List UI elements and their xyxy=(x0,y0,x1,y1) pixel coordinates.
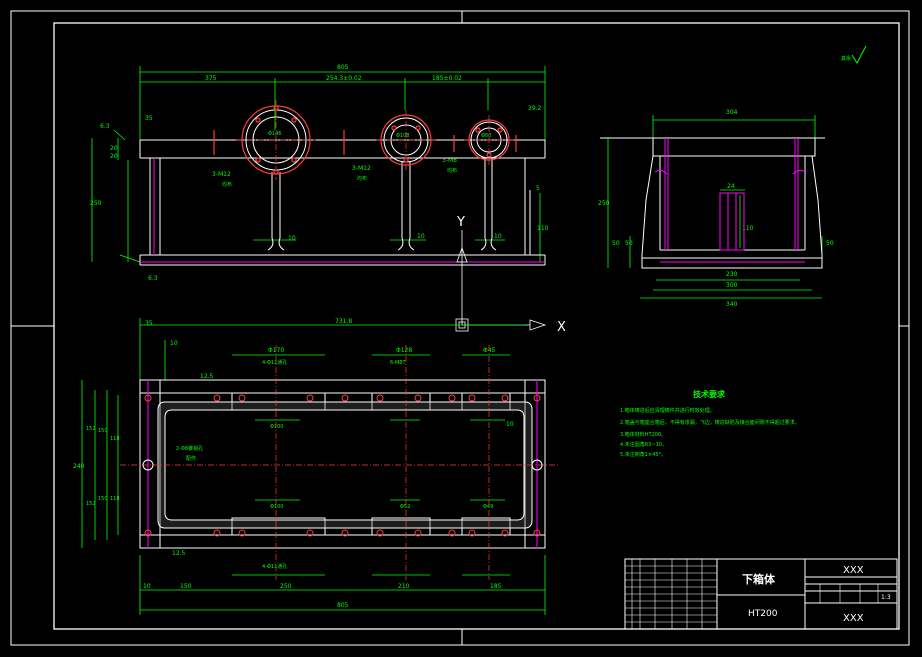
dimension-label: Φ100 xyxy=(270,504,283,510)
dimension-label: Φ100 xyxy=(270,424,283,430)
dimension-label: 118 xyxy=(110,436,120,442)
part-name: 下箱体 xyxy=(742,572,776,586)
title-block: 下箱体 HT200 XXX XXX 1:3 xyxy=(624,558,898,630)
dimension-label: 240 xyxy=(73,463,85,470)
roughness-corner-symbol: 其余 xyxy=(841,45,867,65)
dimension-label: 210 xyxy=(398,583,410,590)
dimension-label: 152 xyxy=(86,501,96,507)
dimension-label: 250 xyxy=(90,200,102,207)
requirement-item: 1.箱体铸造后应清理铸件并进行时效处理。 xyxy=(620,407,715,414)
dimension-label: 39.2 xyxy=(528,105,542,112)
dimension-label: 340 xyxy=(726,301,738,308)
dimension-label: 185 xyxy=(490,583,502,590)
dimension-label: 10 xyxy=(170,340,178,347)
dimension-label: 4-Φ11通孔 xyxy=(262,563,287,570)
dimension-label: 300 xyxy=(726,282,738,289)
dimension-label: 均布 xyxy=(447,167,457,174)
dimension-label: 35 xyxy=(145,320,153,327)
requirements-title: 技术要求 xyxy=(693,389,726,399)
plan-view-centerlines xyxy=(120,345,560,580)
plan-view: 731.8 35 10 10 240 150 118 150 118 152 1… xyxy=(73,318,560,615)
dimension-label: 12.5 xyxy=(172,550,186,557)
dimension-label: 110 xyxy=(742,225,754,232)
dimension-label: 230 xyxy=(726,271,738,278)
dimension-label: 805 xyxy=(337,602,349,609)
dimension-label: 10 xyxy=(506,421,514,428)
dimension-label: 均布 xyxy=(357,175,367,182)
dimension-label: Φ128 xyxy=(396,347,412,354)
technical-requirements: 技术要求 1.箱体铸造后应清理铸件并进行时效处理。 2.箱盖与箱座合箱后，不得有… xyxy=(620,389,800,458)
dimension-label: 6.3 xyxy=(100,123,110,130)
plan-view-inner-cavity xyxy=(157,401,533,529)
ucs-axis-icon: Y X xyxy=(455,215,566,335)
dimension-label: 6-M8T xyxy=(390,360,406,366)
plan-view-dimensions xyxy=(81,318,546,615)
drawing-scale: 1:3 xyxy=(881,594,891,601)
requirement-item: 2.箱盖与箱座合箱后，不得有渗漏，飞边，铸造缺陷及接合面间隙不得超过要求。 xyxy=(620,419,800,426)
dimension-label: 50 xyxy=(625,240,633,247)
axis-x-label: X xyxy=(557,320,566,335)
dimension-label: 375 xyxy=(205,75,217,82)
requirement-item: 5.未注倒角1×45°。 xyxy=(620,451,666,458)
dimension-label: 731.8 xyxy=(335,318,352,325)
dimension-label: 配作 xyxy=(186,455,196,462)
dimension-label: 20 xyxy=(110,145,118,152)
drawing-code-top: XXX xyxy=(843,565,864,576)
dimension-label: Φ80 xyxy=(481,133,491,139)
front-view: 805 375 254.3±0.02 185±0.02 39.2 6.3 35 … xyxy=(90,64,549,282)
material: HT200 xyxy=(748,609,778,619)
dimension-label: 304 xyxy=(726,109,738,116)
dimension-label: 5 xyxy=(536,185,540,192)
dimension-label: 110 xyxy=(537,225,549,232)
dimension-label: 24 xyxy=(727,183,735,190)
dimension-label: 4-Φ11通孔 xyxy=(262,359,287,366)
dimension-label: 10 xyxy=(494,233,502,240)
dimension-label: 150 xyxy=(180,583,192,590)
dimension-label: 12.5 xyxy=(200,373,214,380)
dimension-label: 均布 xyxy=(222,181,232,188)
dimension-label: 50 xyxy=(612,240,620,247)
dimension-label: 152 xyxy=(86,426,96,432)
dimension-label: 185±0.02 xyxy=(432,75,462,82)
dimension-label: 3-M12 xyxy=(212,171,231,178)
plan-view-bolt-holes xyxy=(144,394,541,537)
requirement-item: 4.未注圆角R3~10。 xyxy=(620,441,667,448)
side-view-hidden xyxy=(654,138,806,263)
axis-y-label: Y xyxy=(456,215,465,230)
roughness-corner-label: 其余 xyxy=(841,55,851,62)
dimension-label: 50 xyxy=(826,240,834,247)
dimension-label: 150 xyxy=(98,496,108,502)
dimension-label: Φ52 xyxy=(400,504,410,510)
dimension-label: 250 xyxy=(598,200,610,207)
drawing-code-bottom: XXX xyxy=(843,613,864,624)
plan-view-pin-holes xyxy=(142,459,543,471)
sheet-border xyxy=(10,10,910,646)
plan-view-hidden xyxy=(147,380,538,548)
dimension-label: 10 xyxy=(417,233,425,240)
dimension-label: 118 xyxy=(110,496,120,502)
side-view: 304 250 24 110 50 50 50 230 300 340 xyxy=(598,109,834,308)
side-view-dimensions xyxy=(607,115,823,299)
dimension-label: 35 xyxy=(145,115,153,122)
dimension-label: 150 xyxy=(98,428,108,434)
dimension-label: 250 xyxy=(280,583,292,590)
front-view-dimensions xyxy=(91,66,546,263)
side-view-outline xyxy=(600,137,825,269)
dimension-label: 10 xyxy=(288,235,296,242)
front-view-hidden xyxy=(140,158,545,263)
dimension-label: Φ146 xyxy=(268,131,281,137)
dimension-label: 6.3 xyxy=(148,275,158,282)
dimension-label: Φ49 xyxy=(483,504,493,510)
dimension-label: Φ108 xyxy=(396,133,409,139)
dimension-label: 20 xyxy=(110,153,118,160)
dimension-label: 2-Φ8锥销孔 xyxy=(176,445,203,452)
dimension-label: 3-M8 xyxy=(442,157,457,164)
dimension-label: 3-M12 xyxy=(352,165,371,172)
dimension-label: 10 xyxy=(143,583,151,590)
dimension-label: 254.3±0.02 xyxy=(326,75,362,82)
requirement-item: 3.箱体材料HT200。 xyxy=(620,431,666,438)
front-view-centerlines xyxy=(236,100,514,180)
dimension-label: 805 xyxy=(337,64,349,71)
